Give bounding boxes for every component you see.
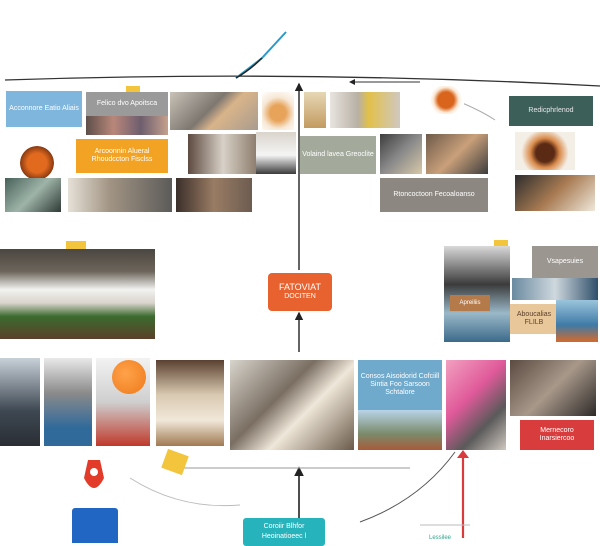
photo-kitchen-strip bbox=[86, 116, 168, 135]
photo-market bbox=[68, 178, 172, 212]
photo-bikes bbox=[0, 358, 40, 446]
bottom-box-line2: Heoinatioeec l bbox=[261, 533, 307, 540]
top-gray-card: Felico dvo Apoitsca bbox=[86, 92, 168, 116]
photo-soup-bowl bbox=[20, 146, 54, 180]
bottom-box-line1: Coroiir Blhfor bbox=[263, 523, 305, 530]
photo-pink-lamp bbox=[446, 360, 506, 450]
photo-arch-window bbox=[156, 360, 224, 446]
bottom-red-card: Mernecoro Inarsiercoo bbox=[520, 420, 594, 450]
bottom-curve-right bbox=[359, 451, 456, 523]
photo-palms bbox=[358, 410, 442, 450]
right-label-a: Vsapesuies bbox=[532, 246, 598, 278]
photo-sauce-jar bbox=[304, 92, 326, 128]
orange-card: Arcoonnin Alueral Rhoudccton Fisclss bbox=[76, 139, 168, 173]
photo-small-1 bbox=[5, 178, 61, 212]
red-tag-icon bbox=[80, 458, 108, 508]
photo-kitchen-2 bbox=[380, 134, 422, 174]
top-right-card: Redicphrlenod bbox=[509, 96, 593, 126]
photo-chefs-counter bbox=[188, 134, 258, 174]
photo-sea bbox=[556, 300, 598, 342]
hub-title: FATOVIAT bbox=[278, 282, 321, 292]
hub-subtitle: DOCITEN bbox=[284, 293, 316, 300]
central-hub[interactable]: FATOVIAT DOCITEN bbox=[268, 273, 332, 311]
bottom-teal-box[interactable]: Coroiir Blhfor Heoinatioeec l bbox=[243, 518, 325, 546]
photo-kitchen-1 bbox=[170, 92, 258, 130]
blue-bag-icon bbox=[72, 508, 118, 543]
photo-harbor-chef bbox=[444, 246, 510, 342]
photo-pot bbox=[515, 132, 575, 170]
right-label-c: Aboucalias FLILB bbox=[510, 304, 558, 334]
photo-boats bbox=[512, 278, 598, 300]
sticky-note bbox=[126, 86, 140, 92]
photo-pool bbox=[44, 358, 92, 446]
photo-kitchen-grid bbox=[230, 360, 354, 450]
photo-cafe bbox=[510, 360, 596, 416]
photo-dining bbox=[515, 175, 595, 211]
sticky-note-right bbox=[494, 240, 508, 246]
bottom-blue-card: Consos Aisoidorid Cofciill Sintia Foo Sa… bbox=[358, 360, 442, 410]
top-connector-line bbox=[4, 75, 600, 87]
photo-dish-1 bbox=[262, 92, 294, 130]
photo-chefs-herbs bbox=[0, 249, 155, 339]
top-blue-note: Acconnore Eatio Aliais bbox=[6, 91, 82, 127]
sticky-note-left bbox=[66, 241, 86, 249]
orange-balloon bbox=[112, 360, 146, 394]
photo-interior-1 bbox=[176, 178, 252, 212]
photo-chef-portrait bbox=[256, 132, 296, 174]
right-label-b: Apreiliis bbox=[450, 295, 490, 311]
photo-chef-1 bbox=[330, 92, 400, 128]
photo-restaurant-1 bbox=[426, 134, 488, 174]
mid-card: Volaind lavea Greoclite bbox=[300, 136, 376, 174]
bottom-curve-left bbox=[129, 477, 241, 507]
bottom-right-label: Lessilee bbox=[428, 534, 451, 541]
photo-bowl-orange bbox=[428, 86, 464, 114]
right-card-second: Rtoncoctoon Fecoaloanso bbox=[380, 178, 488, 212]
top-diagonal-stroke bbox=[235, 31, 287, 79]
